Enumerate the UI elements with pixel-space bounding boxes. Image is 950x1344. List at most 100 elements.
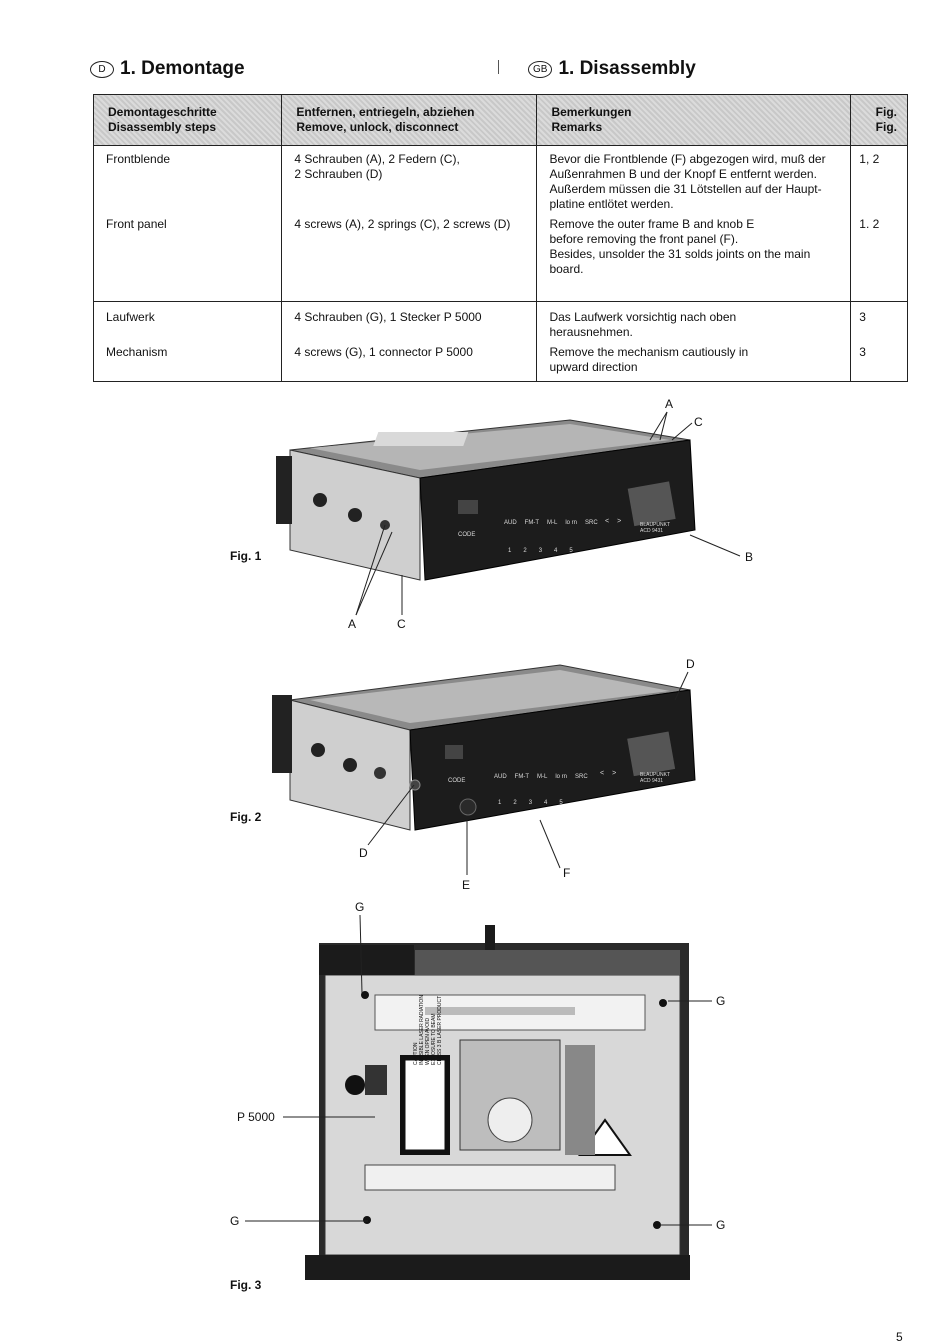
callout-p5000: P 5000: [237, 1110, 275, 1124]
fig2-panel-arrows: < >: [600, 770, 616, 777]
table-row: Front panel 4 screws (A), 2 springs (C),…: [92, 212, 908, 302]
panel-button-label: FM-T: [514, 774, 529, 780]
header-remove: Entfernen, entriegeln, abziehen Remove, …: [281, 94, 538, 146]
language-badge-de: D: [90, 60, 114, 78]
table-row: Mechanism 4 screws (G), 1 connector P 50…: [92, 340, 908, 382]
heading-divider: [498, 60, 499, 74]
panel-number: 1: [508, 548, 512, 554]
fig2-panel-numbers: 1 2 3 4 5: [498, 800, 563, 806]
cell-remark-line: Bevor die Frontblende (F) abgezogen wird…: [549, 152, 826, 166]
cell-remark: Remove the mechanism cautiously in upwar…: [536, 340, 852, 382]
header-fig: Fig. Fig.: [850, 94, 908, 146]
disassembly-table: Demontageschritte Disassembly steps Entf…: [92, 94, 908, 382]
callout-g-left-bottom: G: [230, 1214, 240, 1228]
model-label: ACD 9431: [640, 778, 664, 784]
fig1-panel-text: CODE: [458, 532, 475, 538]
callout-f: F: [563, 866, 571, 880]
panel-button-label: FM-T: [524, 520, 539, 526]
cell-remark-line: Außerdem müssen die 31 Lötstellen auf de…: [549, 182, 822, 196]
fig1-brand: BLAUPUNKT ACD 9431: [640, 522, 670, 534]
figure-3-photo: [305, 925, 690, 1280]
cell-action: 4 Schrauben (G), 1 Stecker P 5000: [281, 301, 538, 340]
figure-2-photo: [272, 664, 696, 831]
panel-number: 1: [498, 800, 502, 806]
panel-number: 3: [538, 548, 543, 554]
panel-arrow-right: >: [612, 770, 617, 777]
header-fig-en: Fig.: [875, 120, 897, 134]
cell-remark: Das Laufwerk vorsichtig nach oben heraus…: [536, 301, 852, 340]
cell-action-line: 4 Schrauben (G), 1 Stecker P 5000: [294, 310, 482, 324]
language-badge-gb: GB: [528, 60, 553, 78]
cell-remark-line: before removing the front panel (F).: [549, 232, 739, 246]
panel-number: 2: [513, 800, 517, 806]
table-row: Frontblende 4 Schrauben (A), 2 Federn (C…: [92, 145, 908, 212]
panel-number: 5: [569, 548, 573, 554]
callout-b: B: [745, 550, 754, 564]
header-remove-en: Remove, unlock, disconnect: [296, 120, 459, 134]
cell-action: 4 screws (G), 1 connector P 5000: [281, 340, 538, 382]
cell-action-line: 2 Schrauben (D): [294, 167, 383, 181]
figure-3-callout-lines: [245, 914, 712, 1226]
cell-action-line: 4 screws (A), 2 springs (C), 2 screws (D…: [294, 217, 511, 231]
cell-action: 4 Schrauben (A), 2 Federn (C), 2 Schraub…: [281, 145, 538, 212]
callout-g-top: G: [355, 900, 365, 914]
panel-button-label: lo rn: [555, 774, 568, 780]
page-number: 5: [896, 1330, 903, 1344]
cell-remark-line: Besides, unsolder the 31 solds joints on…: [549, 247, 811, 261]
panel-button-label: AUD: [504, 520, 517, 526]
cell-remark-line: Das Laufwerk vorsichtig nach oben: [549, 310, 737, 324]
callout-a-bottom: A: [348, 617, 357, 631]
fig2-panel-text: CODE: [448, 778, 465, 784]
panel-code-label: CODE: [458, 532, 476, 538]
cell-remark-line: platine entlötet werden.: [549, 197, 674, 211]
heading-en: GB 1. Disassembly: [528, 58, 696, 80]
header-fig-de: Fig.: [875, 105, 897, 119]
heading-en-title: 1. Disassembly: [558, 58, 696, 79]
cell-remark-line: Remove the mechanism cautiously in: [549, 345, 749, 359]
cell-remark-line: herausnehmen.: [549, 325, 633, 339]
cell-remark: Remove the outer frame B and knob E befo…: [536, 212, 852, 302]
panel-button-label: AUD: [494, 774, 507, 780]
fig1-panel-numbers: 1 2 3 4 5: [508, 548, 573, 554]
header-remove-de: Entfernen, entriegeln, abziehen: [296, 105, 475, 119]
cell-fig: 1, 2: [850, 145, 908, 212]
cell-action-line: 4 Schrauben (A), 2 Federn (C),: [294, 152, 460, 166]
panel-number: 4: [544, 800, 548, 806]
panel-arrow-right: >: [617, 518, 622, 525]
table-header-row: Demontageschritte Disassembly steps Entf…: [92, 94, 908, 146]
cell-remark-line: board.: [549, 262, 584, 276]
brand-label: BLAUPUNKT: [640, 772, 671, 778]
callout-c-bottom: C: [397, 617, 406, 631]
brand-label: BLAUPUNKT: [640, 522, 671, 528]
cell-remark-line: upward direction: [549, 360, 638, 374]
figure-1-photo: [276, 419, 696, 581]
fig2-brand: BLAUPUNKT ACD 9431: [640, 772, 670, 784]
panel-button-label: M-L: [537, 774, 548, 780]
callout-d-bottom: D: [359, 846, 368, 860]
cell-step: Mechanism: [92, 340, 283, 382]
heading-de-title: 1. Demontage: [120, 58, 245, 79]
cell-remark-line: Remove the outer frame B and knob E: [549, 217, 755, 231]
figure-3-label: Fig. 3: [230, 1278, 262, 1292]
header-steps-en: Disassembly steps: [108, 120, 217, 134]
panel-arrow-left: <: [600, 770, 605, 777]
callout-e: E: [462, 878, 471, 892]
panel-button-label: SRC: [585, 520, 598, 526]
fig1-panel-arrows: < >: [605, 518, 621, 525]
callout-c-top: C: [694, 415, 703, 429]
panel-button-label: M-L: [547, 520, 558, 526]
figure-2-callout-lines: [367, 671, 689, 875]
fig2-panel-buttons: AUD FM-T M-L lo rn SRC: [494, 774, 588, 780]
panel-button-label: SRC: [575, 774, 588, 780]
figure-1-label: Fig. 1: [230, 549, 262, 563]
cell-action-line: 4 screws (G), 1 connector P 5000: [294, 345, 473, 359]
panel-button-label: lo rn: [565, 520, 578, 526]
cell-step: Laufwerk: [92, 301, 283, 340]
figure-1-callout-lines: [355, 411, 741, 616]
header-remarks-en: Remarks: [551, 120, 603, 134]
callout-a-top: A: [665, 397, 674, 411]
cell-fig: 1. 2: [850, 212, 908, 302]
callout-d-top: D: [686, 657, 695, 671]
cell-fig: 3: [850, 301, 908, 340]
callout-g-right-bottom: G: [716, 1218, 726, 1232]
